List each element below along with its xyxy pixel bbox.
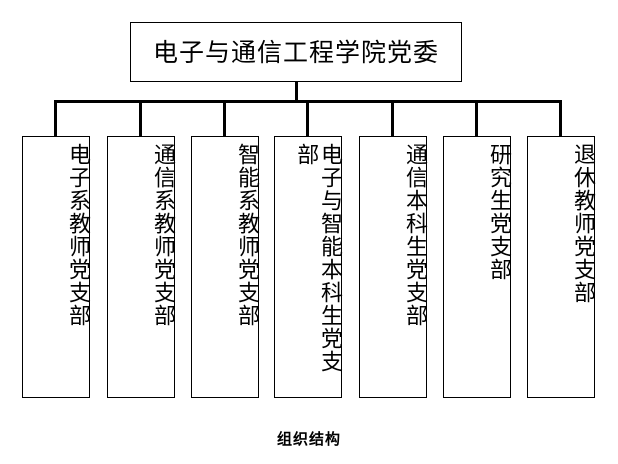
org-node-child-6-label: 研究生党支部 (486, 143, 511, 281)
org-node-child-6[interactable]: 研究生党支部 (443, 136, 511, 398)
org-node-child-4-label: 电子与智能本科生党支部 (293, 143, 342, 373)
connector-drop-5 (391, 100, 394, 136)
org-node-child-3[interactable]: 智能系教师党支部 (191, 136, 259, 398)
org-node-child-3-label: 智能系教师党支部 (234, 143, 259, 327)
connector-root-stem (295, 82, 298, 102)
org-node-child-2[interactable]: 通信系教师党支部 (107, 136, 175, 398)
org-node-child-1[interactable]: 电子系教师党支部 (22, 136, 90, 398)
org-node-child-5-label: 通信本科生党支部 (402, 143, 427, 327)
org-node-child-5[interactable]: 通信本科生党支部 (359, 136, 427, 398)
connector-drop-2 (139, 100, 142, 136)
org-node-child-7-label: 退休教师党支部 (570, 143, 595, 304)
connector-drop-7 (559, 100, 562, 136)
org-node-child-7[interactable]: 退休教师党支部 (527, 136, 595, 398)
org-node-child-4[interactable]: 电子与智能本科生党支部 (274, 136, 342, 398)
org-node-root-label: 电子与通信工程学院党委 (152, 37, 439, 67)
connector-drop-6 (475, 100, 478, 136)
org-node-root[interactable]: 电子与通信工程学院党委 (130, 22, 462, 82)
org-node-child-2-label: 通信系教师党支部 (150, 143, 175, 327)
diagram-caption: 组织结构 (276, 430, 341, 448)
connector-drop-4 (306, 100, 309, 136)
org-node-child-1-label: 电子系教师党支部 (65, 143, 90, 327)
connector-drop-1 (54, 100, 57, 136)
connector-drop-3 (223, 100, 226, 136)
